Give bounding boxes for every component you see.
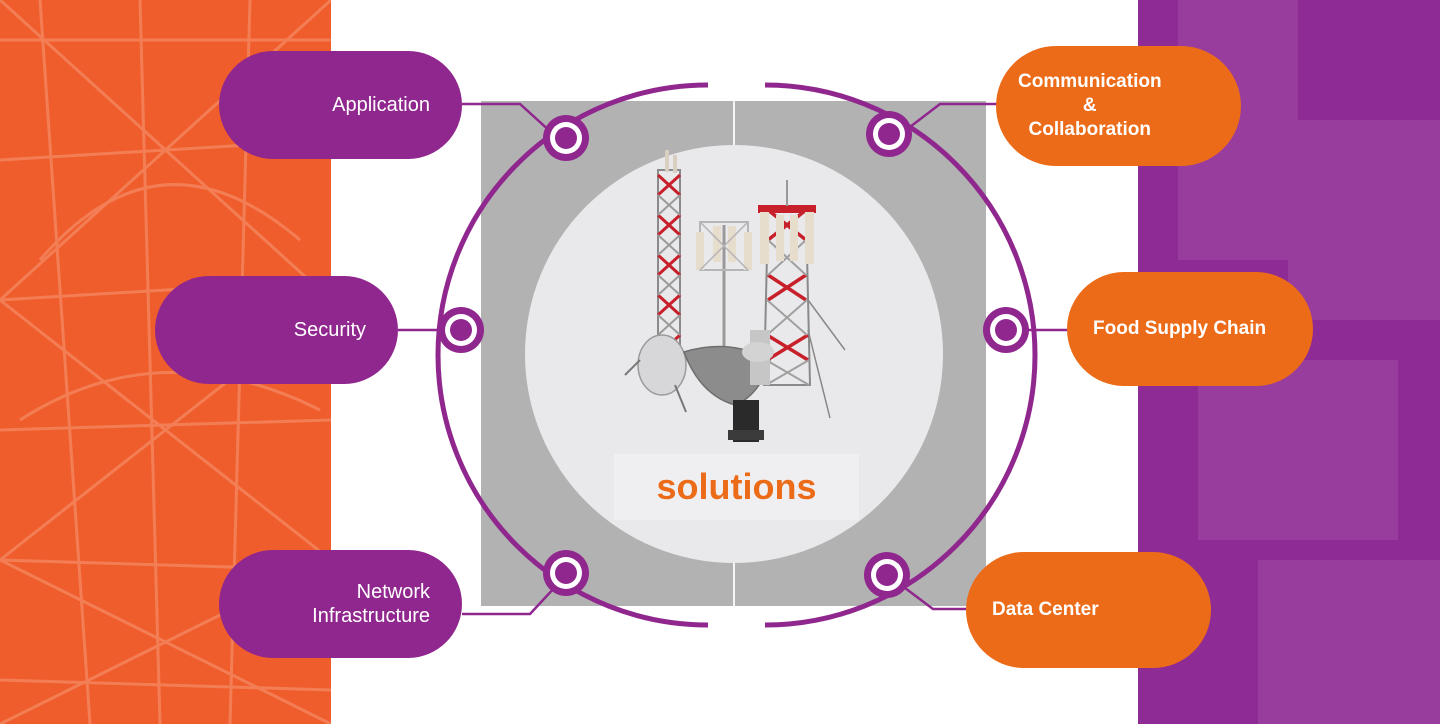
node-communication-label-line1: Communication — [1018, 71, 1162, 92]
node-marker-security — [438, 307, 484, 353]
connector-application — [462, 102, 553, 134]
connector-data-center — [904, 587, 966, 611]
node-marker-data-center — [864, 552, 910, 598]
node-marker-network-infrastructure — [543, 550, 589, 596]
node-network-label-line2: Infrastructure — [312, 605, 430, 627]
center-label-box: solutions — [614, 454, 859, 520]
node-security[interactable]: Security — [155, 276, 398, 384]
node-data-center-label: Data Center — [992, 598, 1099, 620]
node-network-infrastructure[interactable]: Network Infrastructure — [219, 550, 462, 658]
node-food-supply-chain[interactable]: Food Supply Chain — [1067, 272, 1313, 386]
node-application[interactable]: Application — [219, 51, 462, 159]
node-data-center[interactable]: Data Center — [966, 552, 1211, 668]
right-tower — [744, 180, 846, 419]
center-label: solutions — [656, 466, 817, 507]
node-communication-label-line2: & — [1082, 95, 1097, 116]
node-network-infrastructure-text: Network Infrastructure — [312, 580, 430, 628]
left-satellite-dish — [624, 334, 687, 413]
node-communication-label-line3: Collaboration — [1028, 119, 1151, 140]
node-communication-text: Communication & Collaboration — [1018, 70, 1162, 142]
large-satellite-dish — [683, 330, 774, 442]
connector-network-infrastructure — [462, 585, 557, 616]
telecom-towers-illustration — [624, 150, 846, 442]
node-food-supply-chain-label: Food Supply Chain — [1093, 317, 1267, 339]
node-marker-communication — [866, 111, 912, 157]
tower-shadow-background — [1178, 0, 1440, 724]
node-application-label: Application — [332, 94, 430, 116]
connector-communication — [905, 102, 1000, 131]
node-communication-collaboration[interactable]: Communication & Collaboration — [996, 46, 1241, 166]
node-network-label-line1: Network — [356, 581, 430, 603]
node-security-label: Security — [293, 319, 366, 341]
node-marker-application — [543, 115, 589, 161]
ring-left-arc — [435, 82, 709, 628]
node-marker-food-supply-chain — [983, 307, 1029, 353]
